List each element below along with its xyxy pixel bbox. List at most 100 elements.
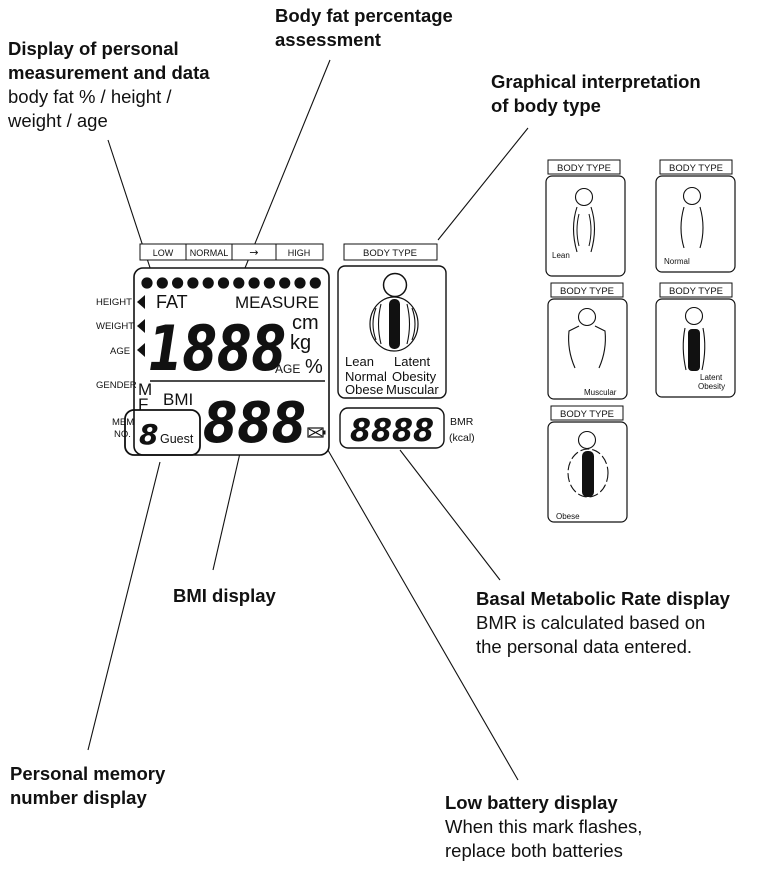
bmi-label: BMI xyxy=(163,390,193,409)
panel-normal-label: Normal xyxy=(345,369,387,384)
body-type-card-lean: BODY TYPE Lean xyxy=(545,159,626,277)
panel-latent-label: Latent xyxy=(394,354,431,369)
leader-battery xyxy=(324,444,519,781)
annotation-graphical-heading-1: Graphical interpretation xyxy=(491,71,701,92)
card-muscular-label: BODY TYPE xyxy=(560,286,614,297)
fat-scale-bar: LOW NORMAL → HIGH xyxy=(139,243,324,261)
muscular-figure xyxy=(568,307,606,369)
panel-muscular-label: Muscular xyxy=(386,382,439,397)
leader-bmr xyxy=(399,449,501,581)
leader-memory xyxy=(87,461,161,751)
fat-label: FAT xyxy=(156,292,188,312)
card-lean-caption: Lean xyxy=(552,251,570,260)
annotation-personal-heading-1: Display of personal xyxy=(8,38,179,59)
height-indicator-arrow xyxy=(137,295,145,309)
gender-f: F xyxy=(138,395,148,414)
annotation-graphical-heading-2: of body type xyxy=(491,95,601,116)
annotation-fat-assessment: Body fat percentage assessment xyxy=(275,4,505,52)
annotation-memory: Personal memory number display xyxy=(10,762,230,810)
mem-label: MEM xyxy=(112,417,134,428)
leader-lines xyxy=(87,59,529,781)
card-lean-label: BODY TYPE xyxy=(557,163,611,174)
bmr-panel: 8888 BMR (kcal) xyxy=(339,407,475,449)
card-normal-caption: Normal xyxy=(664,257,690,266)
body-type-card-muscular: BODY TYPE Muscular xyxy=(547,282,628,400)
measure-label: MEASURE xyxy=(235,293,319,312)
unit-cm: cm xyxy=(292,312,319,334)
annotation-memory-heading-1: Personal memory xyxy=(10,763,166,784)
card-normal-label: BODY TYPE xyxy=(669,163,723,174)
annotation-battery-heading: Low battery display xyxy=(445,792,618,813)
card-latent-caption-2: Obesity xyxy=(698,382,725,391)
unit-kg: kg xyxy=(290,332,311,354)
body-type-card-obese: BODY TYPE Obese xyxy=(547,405,628,523)
fat-dot xyxy=(187,277,199,289)
unit-age: AGE xyxy=(275,362,300,376)
gender-label: GENDER xyxy=(96,380,137,391)
obese-figure xyxy=(567,430,609,498)
leader-graphical xyxy=(437,127,529,241)
scale-low-label: LOW xyxy=(153,248,174,258)
annotation-personal-desc-2: weight / age xyxy=(8,110,108,131)
age-label: AGE xyxy=(110,346,130,357)
fat-dot xyxy=(141,277,153,289)
card-obese-caption: Obese xyxy=(556,512,580,521)
height-label: HEIGHT xyxy=(96,297,132,308)
scale-high-label: HIGH xyxy=(288,248,311,258)
annotation-battery-desc-2: replace both batteries xyxy=(445,840,623,861)
fat-dot xyxy=(294,277,306,289)
annotation-fat-heading-1: Body fat percentage xyxy=(275,5,453,26)
annotation-bmr-desc-2: the personal data entered. xyxy=(476,636,692,657)
weight-label: WEIGHT xyxy=(96,321,134,332)
fat-dot xyxy=(217,277,230,289)
memory-box xyxy=(124,409,201,456)
card-obese-label: BODY TYPE xyxy=(560,409,614,420)
panel-obese-label: Obese xyxy=(345,382,383,397)
body-type-panel-label: BODY TYPE xyxy=(363,248,417,259)
main-lcd: HEIGHT WEIGHT AGE GENDER MEM NO. FAT MEA… xyxy=(96,267,330,456)
annotation-battery: Low battery display When this mark flash… xyxy=(445,791,695,863)
body-type-card-normal: BODY TYPE Normal xyxy=(655,159,736,273)
latent-obesity-figure xyxy=(682,306,706,371)
annotation-battery-desc-1: When this mark flashes, xyxy=(445,816,643,837)
panel-lean-label: Lean xyxy=(345,354,374,369)
fat-dot xyxy=(233,277,245,289)
card-latent-caption-1: Latent xyxy=(700,373,723,382)
fat-dot xyxy=(156,277,168,289)
card-latent-label: BODY TYPE xyxy=(669,286,723,297)
body-type-card-latent-obesity: BODY TYPE Latent Obesity xyxy=(655,282,736,398)
leader-personal xyxy=(107,139,159,293)
fat-dot xyxy=(309,277,321,289)
annotation-bmr-desc-1: BMR is calculated based on xyxy=(476,612,706,633)
annotation-personal-data: Display of personal measurement and data… xyxy=(8,37,268,133)
no-label: NO. xyxy=(114,429,131,440)
fat-dot xyxy=(248,277,260,289)
annotation-personal-heading-2: measurement and data xyxy=(8,62,210,83)
panel-obesity-label: Obesity xyxy=(392,369,437,384)
bmr-unit: (kcal) xyxy=(449,432,475,444)
leader-bmi xyxy=(212,439,244,571)
scale-normal-label: NORMAL xyxy=(190,248,229,258)
scale-arrow-label: → xyxy=(249,246,258,259)
lean-figure xyxy=(572,187,596,253)
fat-dot xyxy=(279,277,291,289)
fat-dot xyxy=(172,277,184,289)
bmr-digits: 8888 xyxy=(350,413,434,449)
annotation-bmr: Basal Metabolic Rate display BMR is calc… xyxy=(476,587,761,659)
annotation-bmi-heading: BMI display xyxy=(173,585,276,606)
main-digits: 1888 xyxy=(148,312,286,385)
normal-figure xyxy=(680,186,704,249)
annotation-graphical-body-type: Graphical interpretation of body type xyxy=(491,70,751,118)
unit-percent: % xyxy=(305,356,323,378)
annotation-personal-desc-1: body fat % / height / xyxy=(8,86,172,107)
fat-assessment-dots xyxy=(141,277,321,289)
fat-dot xyxy=(263,277,275,289)
age-indicator-arrow xyxy=(137,343,145,357)
body-type-panel: BODY TYPE Lean Latent Normal Obesity Obe… xyxy=(337,243,447,399)
annotation-memory-heading-2: number display xyxy=(10,787,147,808)
bmr-label: BMR xyxy=(450,416,474,428)
bmi-digits: 888 xyxy=(203,391,306,456)
gender-m: M xyxy=(138,380,152,399)
weight-indicator-arrow xyxy=(137,319,145,333)
